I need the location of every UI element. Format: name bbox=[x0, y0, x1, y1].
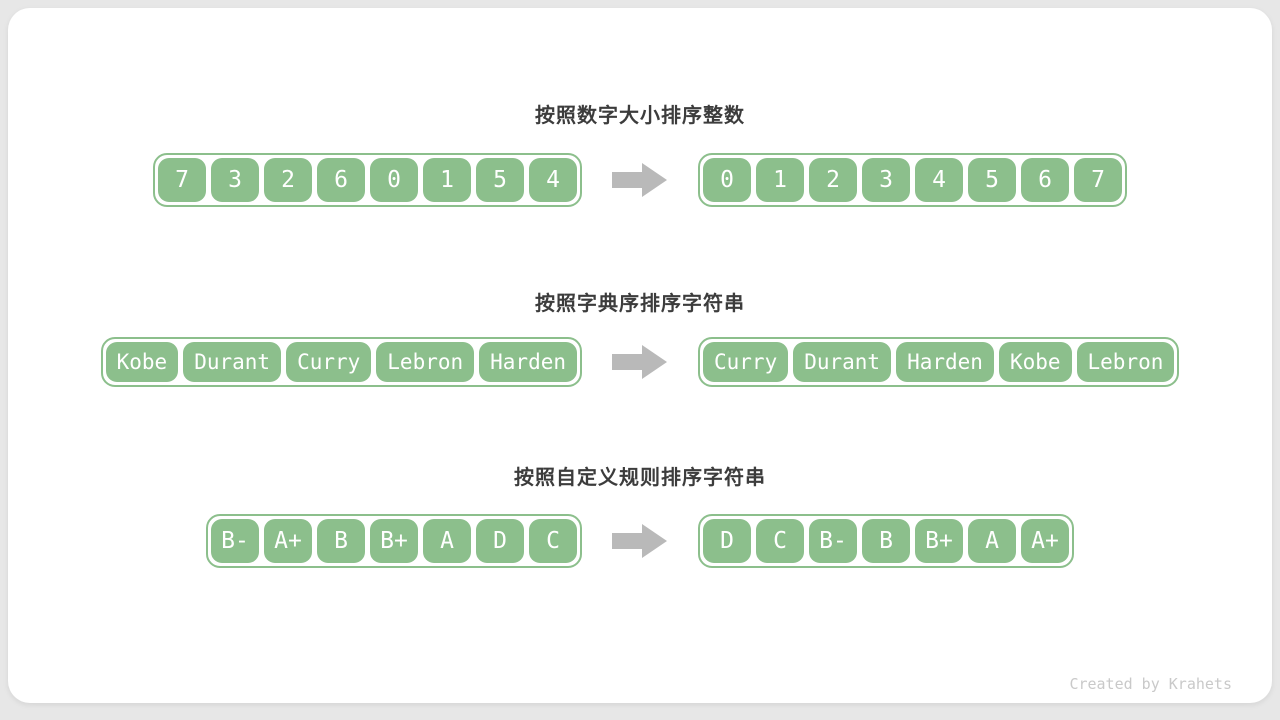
array-cell: B bbox=[862, 519, 910, 563]
array-cell: Durant bbox=[183, 342, 282, 382]
array-cell: 4 bbox=[529, 158, 577, 202]
array-cell: 5 bbox=[968, 158, 1016, 202]
array-cell: 5 bbox=[476, 158, 524, 202]
arrow-right-icon bbox=[612, 162, 668, 198]
array-cell: 7 bbox=[1074, 158, 1122, 202]
array-cell: 0 bbox=[370, 158, 418, 202]
array-cell: Kobe bbox=[998, 342, 1072, 382]
array-cell: 3 bbox=[862, 158, 910, 202]
array-cell: 0 bbox=[703, 158, 751, 202]
array-cell: 4 bbox=[915, 158, 963, 202]
array-cell: Lebron bbox=[376, 342, 475, 382]
array-cell: C bbox=[529, 519, 577, 563]
section-title: 按照字典序排序字符串 bbox=[535, 293, 745, 315]
array-cell: B+ bbox=[915, 519, 963, 563]
array-cell: Durant bbox=[793, 342, 892, 382]
array-cell: 3 bbox=[211, 158, 259, 202]
array-cell: 7 bbox=[158, 158, 206, 202]
array-cell: D bbox=[476, 519, 524, 563]
array-cell: 2 bbox=[809, 158, 857, 202]
array-cell: C bbox=[756, 519, 804, 563]
array-cell: Curry bbox=[703, 342, 789, 382]
array-cell: Harden bbox=[479, 342, 577, 382]
arrow-right-icon bbox=[612, 344, 668, 380]
array-cell: A+ bbox=[1021, 519, 1069, 563]
array-cell: Lebron bbox=[1076, 342, 1175, 382]
section-title: 按照数字大小排序整数 bbox=[535, 105, 745, 127]
array-cell: 6 bbox=[317, 158, 365, 202]
array-cell: A bbox=[423, 519, 471, 563]
array-cell: B+ bbox=[370, 519, 418, 563]
array-cell: A+ bbox=[264, 519, 312, 563]
array-cell: Kobe bbox=[105, 342, 179, 382]
array-cell: 1 bbox=[423, 158, 471, 202]
array-cell: D bbox=[703, 519, 751, 563]
watermark: Created by Krahets bbox=[1069, 675, 1232, 693]
array-cell: Harden bbox=[896, 342, 994, 382]
array-cell: Curry bbox=[286, 342, 372, 382]
array-cell: A bbox=[968, 519, 1016, 563]
array-cell: B bbox=[317, 519, 365, 563]
array-cell: 2 bbox=[264, 158, 312, 202]
array-cell: B- bbox=[809, 519, 857, 563]
section-title: 按照自定义规则排序字符串 bbox=[514, 467, 766, 489]
array-cell: 6 bbox=[1021, 158, 1069, 202]
array-cell: B- bbox=[211, 519, 259, 563]
array-cell: 1 bbox=[756, 158, 804, 202]
arrow-right-icon bbox=[612, 523, 668, 559]
